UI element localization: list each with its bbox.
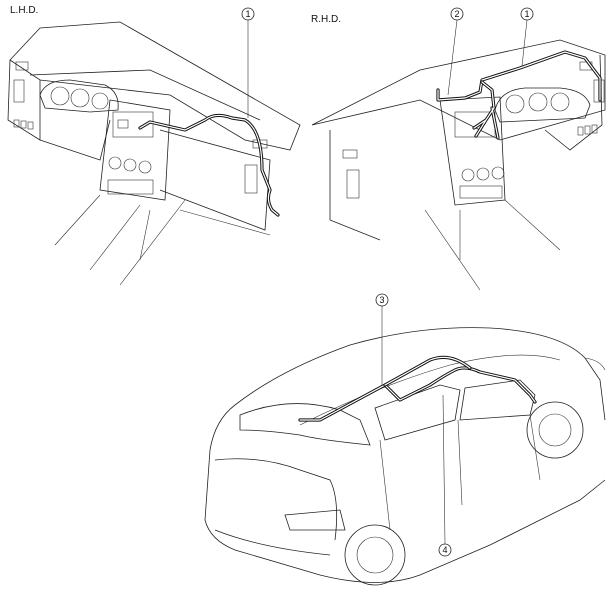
vehicle-callout-4-number: 4 [442, 545, 447, 555]
rhd-dashboard [311, 39, 606, 291]
vehicle-callout-3-number: 3 [379, 295, 384, 305]
lhd-callout-1-number: 1 [245, 9, 250, 19]
lhd-callout-1: 1 [241, 7, 255, 118]
lhd-dashboard [7, 21, 301, 286]
rhd-callout-1-number: 1 [524, 9, 529, 19]
lhd-wiring-harness [138, 113, 280, 217]
rhd-view-label: R.H.D. [311, 14, 341, 25]
vehicle-callout-4: 4 [438, 394, 452, 557]
rhd-callout-1: 1 [520, 7, 534, 67]
vehicle-body [204, 327, 606, 586]
rhd-callout-2: 2 [447, 7, 464, 96]
rhd-wiring-harness [436, 50, 602, 140]
vehicle-callout-3: 3 [375, 293, 389, 385]
lhd-view-label: L.H.D. [10, 5, 39, 16]
rhd-callout-2-number: 2 [454, 9, 459, 19]
vehicle-wiring-harness [298, 355, 537, 422]
